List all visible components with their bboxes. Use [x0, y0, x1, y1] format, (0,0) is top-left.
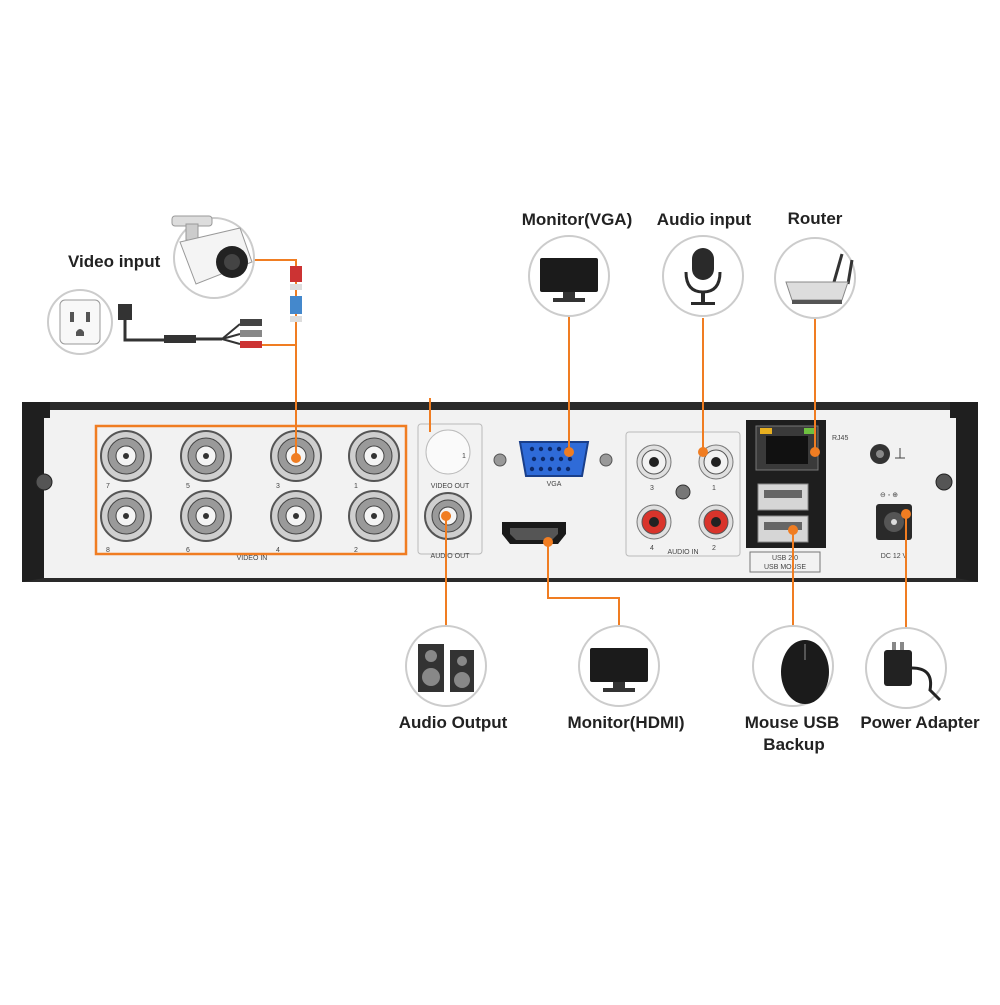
video-in-bnc-port[interactable] [270, 490, 322, 542]
video-in-bnc-port[interactable] [180, 430, 232, 482]
left-screw-icon [35, 473, 53, 491]
power-adapter-icon [884, 642, 942, 702]
camera-badge [171, 215, 255, 299]
rca-cable-plugs [290, 266, 302, 322]
monitor-vga-label: Monitor(VGA) [521, 210, 633, 229]
audio-input-label: Audio input [656, 210, 752, 229]
audio-in-channel-number: 4 [650, 545, 654, 552]
mouse-usb-label: Mouse USB [744, 713, 840, 732]
audio-in-channel-number: 1 [712, 485, 716, 492]
speaker-badge [405, 625, 487, 707]
video-out-port[interactable] [425, 429, 471, 475]
router-icon [785, 253, 854, 304]
usb-port-top[interactable] [757, 483, 809, 511]
mouse-badge [752, 625, 834, 707]
right-screw-icon [935, 473, 953, 491]
usb-label-frame [749, 551, 821, 573]
usb-mouse-label: USB MOUSE [764, 564, 806, 571]
dc-polarity-icon: ⊖ ◦ ⊕ [880, 492, 898, 499]
router-label: Router [787, 209, 843, 228]
audio-in-rca-port[interactable] [636, 444, 672, 480]
audio-out-label: AUDIO OUT [431, 553, 471, 560]
vga-screw-right-icon [599, 453, 613, 467]
outlet-badge [47, 289, 113, 355]
video-in-channel-number: 3 [276, 483, 280, 490]
rj45-label: RJ45 [832, 435, 848, 442]
video-in-bnc-port[interactable] [100, 430, 152, 482]
vga-screw-left-icon [493, 453, 507, 467]
video-in-channel-number: 2 [354, 547, 358, 554]
video-audio-out-frame [417, 423, 483, 555]
audio-screw-icon [675, 484, 691, 500]
monitor-hdmi-label: Monitor(HDMI) [567, 713, 685, 732]
wall-outlet-icon [59, 299, 101, 345]
audio-output-label: Audio Output [398, 713, 508, 732]
video-in-highlight [94, 424, 408, 556]
power-adapter-label: Power Adapter [860, 713, 980, 732]
monitor-vga-icon [540, 258, 598, 302]
usb-port-bottom[interactable] [757, 515, 809, 543]
vga-monitor-badge [528, 235, 610, 317]
video-in-label: VIDEO IN [237, 555, 268, 562]
video-in-channel-number: 5 [186, 483, 190, 490]
dc-label: DC 12 V [881, 553, 908, 560]
router-badge [774, 237, 856, 319]
video-out-label: VIDEO OUT [431, 483, 470, 490]
rj45-port[interactable] [755, 425, 819, 471]
power-adapter-badge [865, 627, 947, 709]
video-in-bnc-port[interactable] [348, 430, 400, 482]
video-in-channel-number: 6 [186, 547, 190, 554]
connector-lines [250, 259, 907, 628]
security-camera-icon [171, 215, 253, 285]
video-in-channel-number: 1 [354, 483, 358, 490]
video-in-bnc-ports: 7 5 3 1 8 6 4 2 [100, 430, 400, 554]
vga-label: VGA [547, 481, 562, 488]
microphone-icon [684, 248, 722, 305]
ground-terminal-icon [870, 444, 905, 464]
video-in-channel-number: 7 [106, 483, 110, 490]
video-in-bnc-port[interactable] [180, 490, 232, 542]
audio-in-channel-number: 3 [650, 485, 654, 492]
video-input-label: Video input [68, 252, 161, 271]
speaker-icon [418, 644, 474, 692]
vga-port[interactable] [518, 441, 590, 477]
video-in-channel-number: 4 [276, 547, 280, 554]
video-out-channel: 1 [462, 453, 466, 460]
connector-dots [291, 447, 911, 547]
usb20-label: USB 2.0 [772, 555, 798, 562]
backup-label: Backup [763, 735, 825, 754]
audio-in-rca-port[interactable] [698, 504, 734, 540]
mouse-icon [781, 640, 829, 704]
video-in-bnc-port[interactable] [100, 490, 152, 542]
audio-in-channel-number: 2 [712, 545, 716, 552]
power-splitter-cable [118, 304, 262, 348]
hdmi-monitor-badge [578, 625, 660, 707]
audio-in-frame [625, 431, 741, 557]
hdmi-port[interactable] [502, 522, 566, 544]
monitor-hdmi-icon [590, 648, 648, 692]
audio-input-badge [662, 235, 744, 317]
video-in-bnc-port[interactable] [348, 490, 400, 542]
video-in-channel-number: 8 [106, 547, 110, 554]
audio-in-rca-ports: 3 1 4 2 [636, 444, 734, 552]
audio-in-label: AUDIO IN [667, 549, 698, 556]
audio-in-rca-port[interactable] [636, 504, 672, 540]
